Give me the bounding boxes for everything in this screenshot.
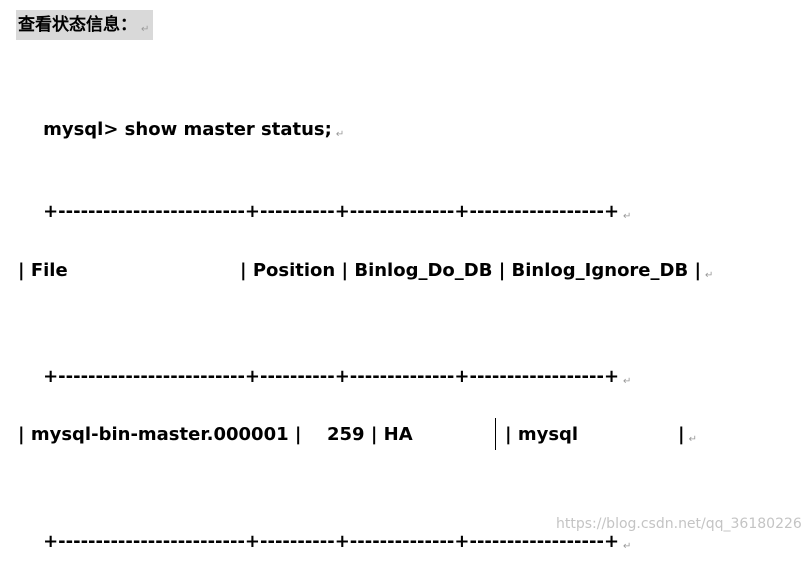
header-file-cell: | File — [18, 260, 68, 281]
paragraph-mark-icon: ↵ — [623, 541, 632, 552]
data-row-end-text: | — [678, 424, 685, 445]
section-heading: 查看状态信息： ↵ — [16, 10, 154, 40]
separator-text: +-------------------------+----------+--… — [43, 531, 620, 552]
command-line: mysql> show master status;↵ — [18, 94, 344, 171]
header-columns-cell: | Position | Binlog_Do_DB | Binlog_Ignor… — [240, 259, 713, 288]
data-ignore-db-cell: | mysql — [505, 424, 579, 445]
separator-text: +-------------------------+----------+--… — [43, 201, 620, 222]
paragraph-mark-icon: ↵ — [335, 129, 345, 140]
paragraph-mark-icon: ↵ — [688, 434, 697, 445]
command-text: mysql> show master status; — [43, 119, 332, 140]
section-heading-text: 查看状态信息： — [18, 15, 137, 35]
text-cursor — [495, 418, 496, 450]
data-file-cell: | mysql-bin-master.000001 | — [18, 424, 302, 445]
table-separator-top: +-------------------------+----------+--… — [18, 176, 631, 253]
data-position-cell: 259 | HA — [327, 424, 413, 445]
watermark: https://blog.csdn.net/qq_36180226 — [556, 516, 802, 532]
separator-text: +-------------------------+----------+--… — [43, 366, 620, 387]
table-separator-middle: +-------------------------+----------+--… — [18, 341, 631, 418]
paragraph-mark-icon: ↵ — [623, 376, 632, 387]
paragraph-mark-icon: ↵ — [623, 211, 632, 222]
data-row-end-cell: |↵ — [678, 423, 697, 452]
paragraph-mark-icon: ↵ — [141, 24, 150, 35]
paragraph-mark-icon: ↵ — [705, 270, 714, 281]
header-columns-text: | Position | Binlog_Do_DB | Binlog_Ignor… — [240, 260, 702, 281]
